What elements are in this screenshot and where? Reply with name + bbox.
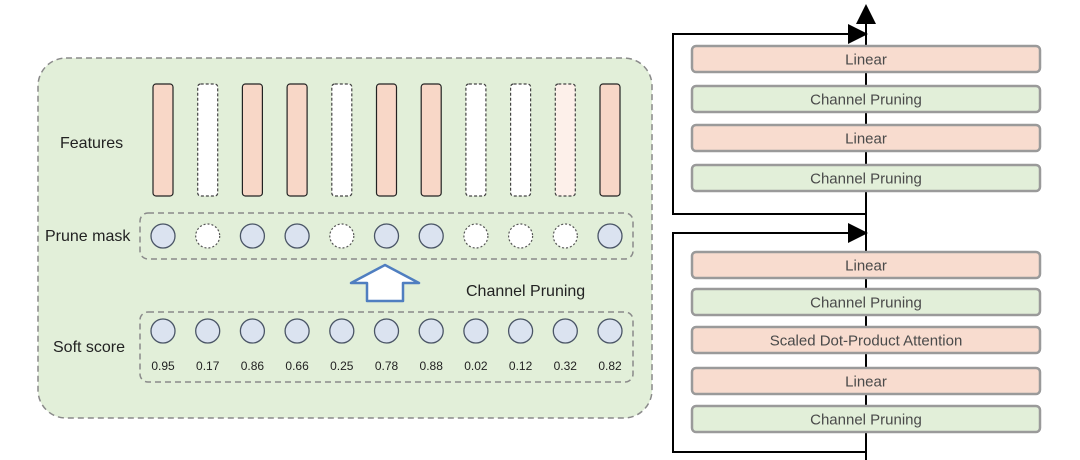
top-block-label-1: Linear <box>845 52 887 69</box>
feature-bar-3 <box>241 83 263 197</box>
mask-circle-8 <box>463 223 489 249</box>
features-label: Features <box>60 135 123 152</box>
mask-circle-7 <box>418 223 444 249</box>
channel-pruning-arrow-label: Channel Pruning <box>466 283 585 300</box>
bottom-block-label-4: Linear <box>845 374 887 391</box>
score-circle-6 <box>373 318 400 344</box>
score-circle-1 <box>150 318 176 344</box>
feature-bar-6 <box>375 83 398 197</box>
features-row <box>152 83 621 197</box>
prune-mask-frame <box>139 212 634 260</box>
top-block-box-4 <box>690 163 1042 193</box>
score-value-6: 0.78 <box>375 359 399 373</box>
score-circle-11 <box>597 318 623 344</box>
residual-connection-lower <box>672 223 868 453</box>
feature-bar-10 <box>554 83 576 197</box>
top-block-box-2 <box>690 84 1042 114</box>
score-value-3: 0.86 <box>241 359 265 373</box>
score-value-10: 0.32 <box>554 359 578 373</box>
feature-bar-5 <box>331 83 353 197</box>
soft-score-label: Soft score <box>53 339 125 356</box>
top-block-label-2: Channel Pruning <box>810 92 922 109</box>
mask-circle-1 <box>150 223 176 249</box>
bottom-block-label-1: Linear <box>845 258 887 275</box>
mask-circle-11 <box>597 223 623 249</box>
mask-circle-3 <box>239 223 266 249</box>
bottom-block-box-5 <box>690 404 1042 434</box>
residual-connection-upper <box>672 24 868 215</box>
soft-score-frame <box>139 311 634 383</box>
bottom-block-box-3 <box>690 325 1042 355</box>
feature-bar-9 <box>510 83 532 197</box>
score-value-5: 0.25 <box>330 359 354 373</box>
prune-mask-row <box>150 223 623 249</box>
bottom-block-label-5: Channel Pruning <box>810 412 922 429</box>
mask-circle-6 <box>373 223 400 249</box>
score-circle-8 <box>463 318 489 344</box>
score-value-4: 0.66 <box>285 359 309 373</box>
feature-bar-8 <box>465 83 487 197</box>
score-value-2: 0.17 <box>196 359 220 373</box>
bottom-block-label-3: Scaled Dot-Product Attention <box>770 333 963 350</box>
bottom-block-label-2: Channel Pruning <box>810 295 922 312</box>
feature-bar-4 <box>286 83 308 197</box>
score-value-9: 0.12 <box>509 359 533 373</box>
score-circle-4 <box>284 318 310 344</box>
score-circle-2 <box>195 318 221 344</box>
feature-bar-11 <box>599 83 621 197</box>
mask-circle-5 <box>329 223 355 249</box>
score-circle-5 <box>329 318 355 344</box>
score-value-1: 0.95 <box>151 359 175 373</box>
mask-circle-2 <box>195 223 221 249</box>
feature-bar-7 <box>420 83 442 197</box>
feature-bar-1 <box>152 83 174 197</box>
score-circle-3 <box>239 318 266 344</box>
score-circle-7 <box>418 318 444 344</box>
score-value-8: 0.02 <box>464 359 488 373</box>
score-circle-9 <box>507 318 534 344</box>
mask-circle-10 <box>552 223 578 249</box>
left-panel: Features Prune mask Soft score Channel P… <box>37 57 653 419</box>
prune-mask-label: Prune mask <box>45 228 131 245</box>
top-block-label-4: Channel Pruning <box>810 171 922 188</box>
top-block-label-3: Linear <box>845 131 887 148</box>
score-value-7: 0.88 <box>420 359 444 373</box>
top-block-box-3 <box>690 123 1042 153</box>
mask-circle-4 <box>284 223 310 249</box>
score-value-11: 0.82 <box>598 359 622 373</box>
feature-bar-2 <box>197 83 219 197</box>
mask-circle-9 <box>507 223 534 249</box>
up-arrow-icon <box>349 263 421 303</box>
soft-score-row: 0.95 0.17 0.86 0.66 0.25 0.78 0.88 0.02 0.12 0.32… <box>150 318 623 373</box>
bottom-block-box-2 <box>690 287 1042 317</box>
bottom-block-box-1 <box>690 250 1042 280</box>
bottom-block-box-4 <box>690 366 1042 396</box>
top-block-box-1 <box>690 44 1042 74</box>
score-circle-10 <box>552 318 578 344</box>
